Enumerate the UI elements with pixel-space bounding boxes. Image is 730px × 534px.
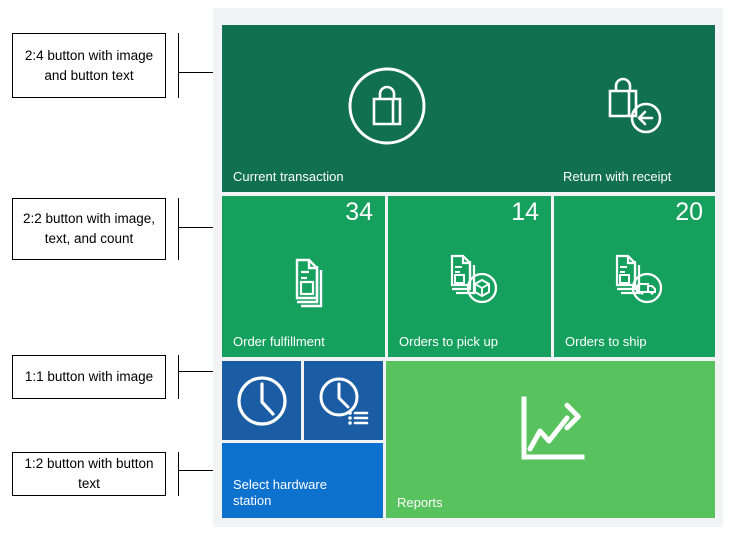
shopping-bag-return-icon [552,73,715,139]
documents-truck-icon [554,244,715,310]
annotation-callout-1x1: 1:1 button with image [12,355,166,399]
tile-time-registration-list[interactable] [304,361,383,440]
tile-label-order-fulfillment: Order fulfillment [233,333,325,349]
tile-return-with-receipt[interactable]: Return with receipt [552,25,715,192]
tile-orders-to-ship[interactable]: 20 Orders to ship [554,196,715,357]
annotation-leader-line-2x4 [178,72,222,73]
tile-label-orders-to-pick-up: Orders to pick up [399,333,498,349]
tile-label-return-with-receipt: Return with receipt [563,168,672,184]
annotation-callout-1x2: 1:2 button with button text [12,452,166,496]
annotation-text-2x2: 2:2 button with image, text, and count [22,211,156,246]
tile-count-orders-to-ship: 20 [675,198,703,226]
tile-label-orders-to-ship: Orders to ship [565,333,647,349]
pos-button-grid-panel: Current transaction Return with receipt … [213,8,723,527]
tile-count-orders-to-pick-up: 14 [511,198,539,226]
tile-select-hardware-station[interactable]: Select hardware station [222,443,383,518]
clock-icon [222,373,301,429]
shopping-bag-in-circle-icon [222,63,552,149]
tile-clock-in-out[interactable] [222,361,301,440]
tile-orders-to-pick-up[interactable]: 14 Orders to pick up [388,196,551,357]
annotation-callout-2x2: 2:2 button with image, text, and count [12,198,166,260]
annotation-leader-bar-1x1 [178,355,179,399]
documents-stack-icon [222,244,385,310]
annotation-leader-line-1x1 [178,371,222,372]
chart-arrow-up-icon [386,391,715,471]
documents-package-icon [388,244,551,310]
annotation-text-2x4: 2:4 button with image and button text [24,47,154,83]
annotation-callout-2x4: 2:4 button with image and button text [12,33,166,98]
tile-order-fulfillment[interactable]: 34 Order fulfillment [222,196,385,357]
tile-label-current-transaction: Current transaction [233,168,344,184]
annotation-leader-line-2x2 [178,227,222,228]
clock-list-icon [304,373,383,429]
annotation-leader-line-1x2 [178,470,222,471]
tile-label-reports: Reports [397,494,443,510]
annotation-text-1x1: 1:1 button with image [24,369,154,385]
tile-label-select-hardware-station: Select hardware station [233,476,327,508]
annotation-text-1x2: 1:2 button with button text [24,456,154,491]
annotation-leader-bar-1x2 [178,452,179,496]
tile-current-transaction[interactable]: Current transaction [222,25,552,192]
tile-reports[interactable]: Reports [386,361,715,518]
tile-count-order-fulfillment: 34 [345,198,373,226]
annotation-leader-bar-2x2 [178,198,179,260]
annotation-leader-bar-2x4 [178,33,179,98]
